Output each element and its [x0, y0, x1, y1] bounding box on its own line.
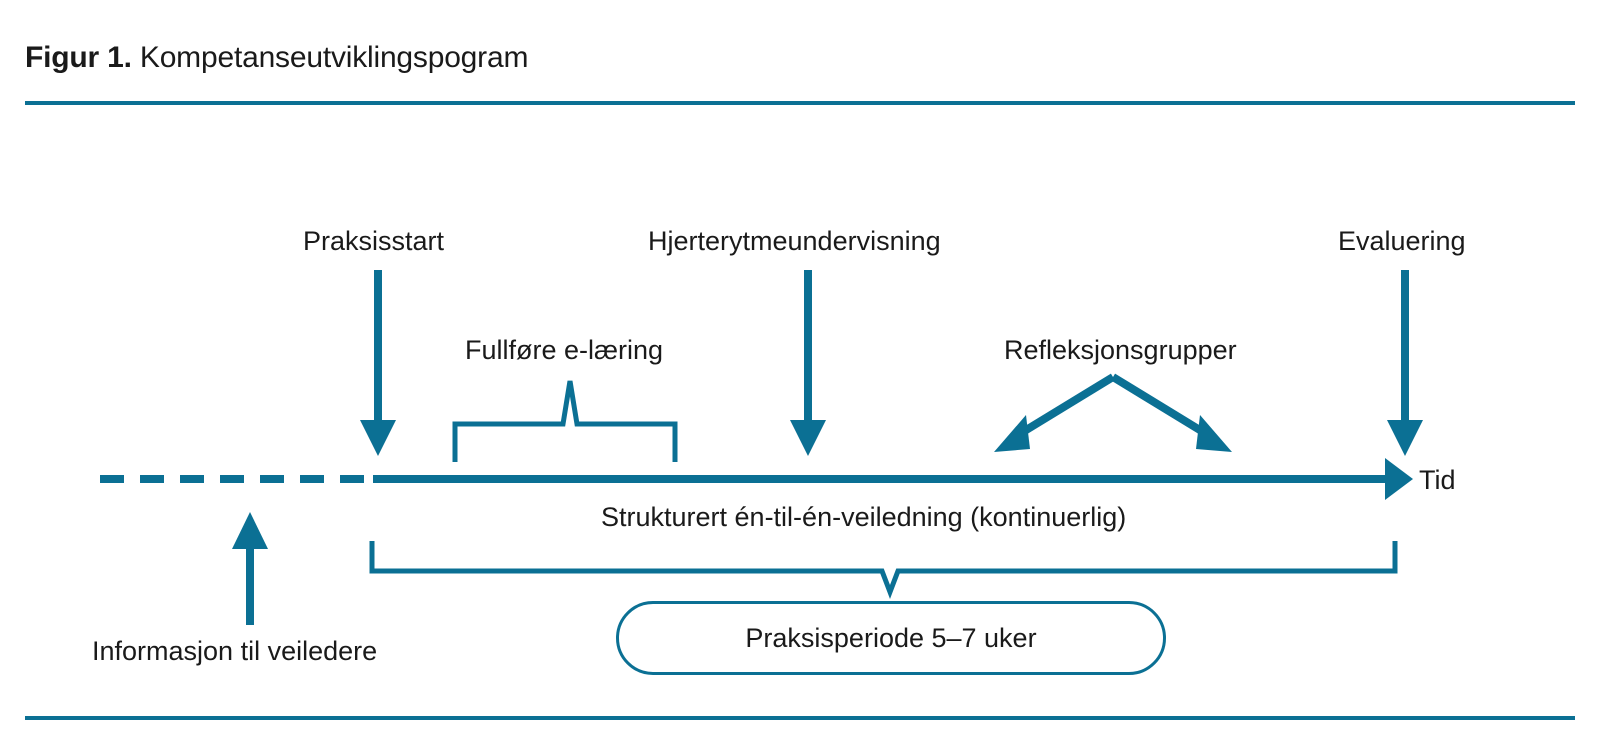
event-arrow-refleksjonsgrupper [994, 373, 1232, 452]
label-evaluering: Evaluering [1338, 226, 1466, 256]
brace-fullfore-e-laering [452, 380, 678, 462]
label-axis-tid: Tid [1419, 465, 1456, 495]
label-praksisperiode-box: Praksisperiode 5–7 uker [616, 601, 1166, 675]
event-arrow-evaluering [1387, 270, 1423, 456]
label-hjerterytmeundervisning: Hjerterytmeundervisning [648, 226, 941, 256]
header-divider [25, 101, 1575, 105]
figure-number: Figur 1. [25, 41, 132, 74]
brace-strukturert-veiledning [369, 541, 1398, 600]
label-praksisstart: Praksisstart [303, 226, 445, 256]
event-arrow-informasjon-til-veiledere [232, 512, 268, 625]
figure-caption: Kompetanseutviklingspogram [139, 41, 529, 74]
label-refleksjonsgrupper: Refleksjonsgrupper [1004, 335, 1237, 365]
label-fullfore-e-laering: Fullføre e-læring [465, 335, 664, 365]
timeline-axis-arrowhead [1385, 458, 1413, 500]
page-title: Figur 1. Kompetanseutviklingspogram [25, 38, 528, 78]
event-arrow-hjerterytmeundervisning [790, 270, 826, 456]
event-arrow-praksisstart [360, 270, 396, 456]
footer-divider [25, 716, 1575, 720]
label-informasjon-til-veiledere: Informasjon til veiledere [92, 636, 378, 666]
label-strukturert-veiledning: Strukturert én-til-én-veiledning (kontin… [601, 502, 1127, 532]
label-praksisperiode-text: Praksisperiode 5–7 uker [745, 622, 1037, 653]
